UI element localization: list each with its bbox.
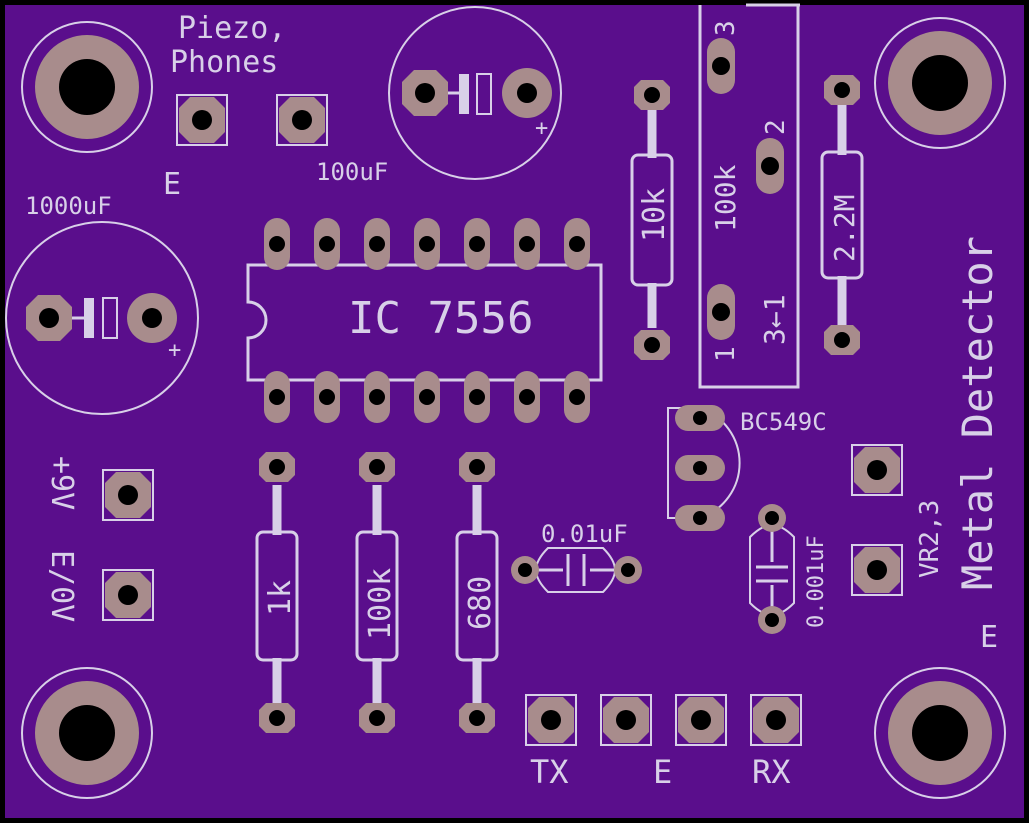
ic-7556 <box>246 218 603 423</box>
piezo-pad-e <box>176 94 228 146</box>
resistor-100k <box>355 452 399 733</box>
resistor-10k-label: 10k <box>637 188 672 242</box>
vr-pad-top <box>851 444 903 496</box>
rx-label: RX <box>752 753 791 791</box>
e-right-label: E <box>980 620 998 655</box>
pot-direction-label: 3←1 <box>758 294 791 345</box>
resistor-1k-label: 1k <box>263 580 298 616</box>
power-pad-plus <box>102 469 154 521</box>
ic-bottom-pins <box>264 371 590 423</box>
ic-top-pins <box>264 218 590 270</box>
resistor-100k-label: 100k <box>363 568 398 640</box>
piezo-label-line2: Phones <box>170 45 278 80</box>
resistor-1k <box>255 452 299 733</box>
resistor-680 <box>455 452 499 733</box>
pot-pin1-label: 1 <box>711 346 741 362</box>
transistor-label: BC549C <box>740 408 827 436</box>
ic-label: IC 7556 <box>348 293 533 344</box>
piezo-pad-signal <box>276 94 328 146</box>
capacitor-1000uf-label: 1000uF <box>25 192 112 220</box>
serial-pad-rx <box>750 694 802 746</box>
piezo-e-label: E <box>163 167 181 202</box>
capacitor-100uf-label: 100uF <box>316 158 388 186</box>
piezo-label-line1: Piezo, <box>178 11 286 46</box>
capacitor-0001uf-label: 0.001uF <box>804 535 829 628</box>
mounting-hole-top-right <box>874 17 1006 149</box>
capacitor-001uf-label: 0.01uF <box>541 520 628 548</box>
resistor-2m2-label: 2.2M <box>828 195 861 262</box>
mounting-hole-bottom-left <box>21 667 153 799</box>
pot-label: 100k <box>709 164 742 232</box>
capacitor-1000uf-plus: + <box>168 338 181 363</box>
resistor-2m2 <box>820 75 864 355</box>
resistor-10k <box>630 80 674 360</box>
board-title: Metal Detector <box>953 236 1002 590</box>
capacitor-001uf <box>511 547 642 593</box>
vr-label: VR2,3 <box>915 500 945 578</box>
potentiometer-100k <box>698 3 800 389</box>
capacitor-100uf <box>388 6 562 180</box>
mounting-hole-bottom-right <box>874 667 1006 799</box>
power-pad-ground <box>102 569 154 621</box>
capacitor-1000uf <box>5 221 199 415</box>
tx-label: TX <box>530 753 569 791</box>
pot-pin3-label: 3 <box>711 20 741 36</box>
capacitor-100uf-plus: + <box>535 116 548 141</box>
serial-pad-e1 <box>600 694 652 746</box>
transistor-bc549c <box>667 405 741 531</box>
mounting-hole-top-left <box>21 21 153 153</box>
power-plus-label: +9V <box>44 456 79 510</box>
serial-pad-e2 <box>675 694 727 746</box>
capacitor-0001uf <box>749 504 795 634</box>
serial-pad-tx <box>525 694 577 746</box>
e-bottom-label: E <box>653 753 672 791</box>
resistor-680-label: 680 <box>463 576 498 630</box>
vr-pad-bottom <box>851 544 903 596</box>
power-ground-label: E/0V <box>44 550 79 622</box>
pot-pin2-label: 2 <box>761 119 791 135</box>
